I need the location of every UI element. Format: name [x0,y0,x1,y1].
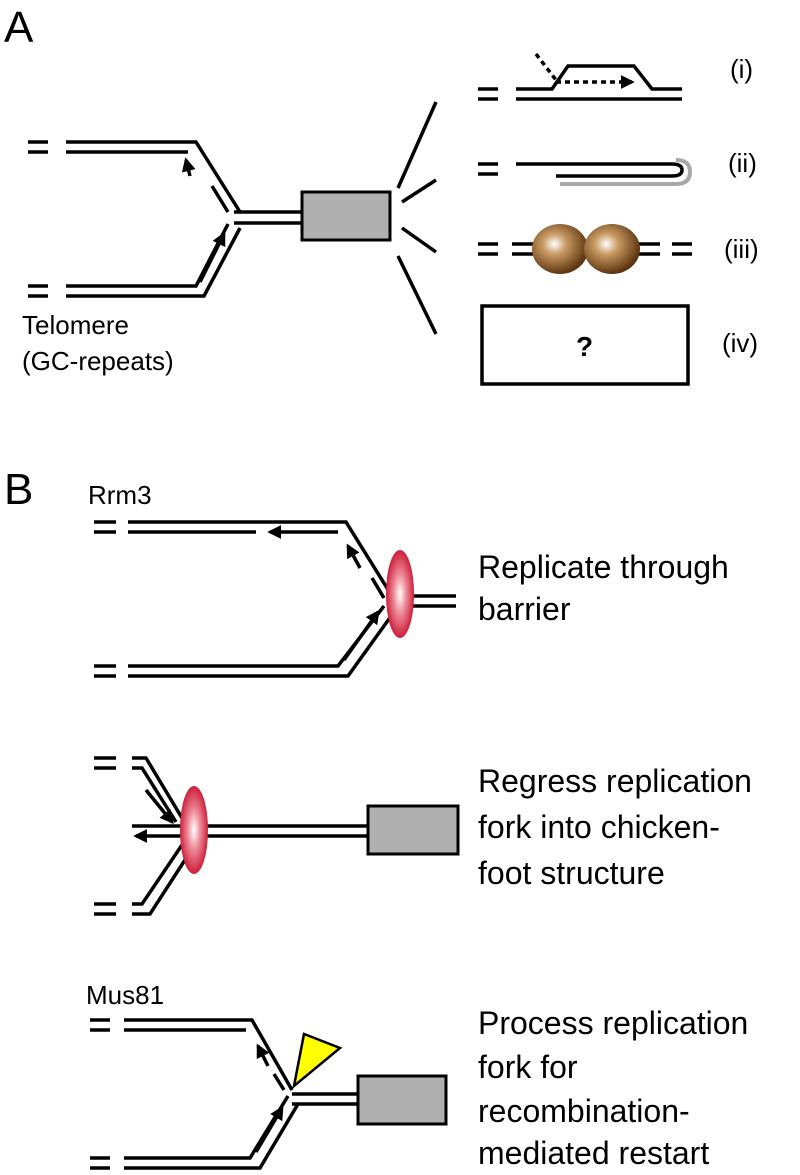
telomere-sublabel: (GC-repeats) [22,346,174,376]
option-iv-label: (iv) [722,328,758,358]
mus81-nuclease-triangle [292,1032,343,1090]
step3-desc-line3: recombination- [478,1093,690,1129]
step2-protein-box [366,804,460,856]
panel-b-letter: B [4,465,33,514]
step2-duplex [190,824,368,838]
step2-fork [94,756,196,916]
option-fan-lines [396,101,438,335]
step1-barrier [386,550,414,638]
step1-desc-line1: Replicate through [478,549,729,585]
rrm3-label: Rrm3 [88,480,152,510]
step3-duplex [292,1092,358,1106]
option-iii-label: (iii) [724,234,759,264]
fork-a-top-arm [28,140,242,213]
fork-a-protein-box [300,190,392,242]
step1-fork-top-arm [94,520,394,599]
option-ii-foldback [478,158,693,186]
step1-fork-bottom-arm [94,604,396,678]
step2-desc-line3: foot structure [478,855,665,891]
option-iv-box [480,304,690,386]
fork-a-bottom-arm [28,223,242,298]
step2-barrier [180,786,208,874]
mus81-label: Mus81 [86,980,164,1010]
step3-desc-line1: Process replication [478,1005,748,1041]
fork-a-duplex [234,210,302,225]
step1-desc-line2: barrier [478,591,571,627]
step2-desc-line2: fork into chicken- [478,809,720,845]
panel-a-letter: A [4,3,34,52]
option-ii-label: (ii) [728,148,757,178]
option-iv-question-mark: ? [576,331,593,362]
step3-fork-top-arm [90,1018,294,1091]
step3-fork-bottom-arm [90,1095,300,1170]
option-i-label: (i) [730,54,753,84]
step3-desc-line2: fork for [478,1049,578,1085]
step3-protein-box [356,1074,448,1126]
option-i-dloop [478,52,682,101]
step2-desc-line1: Regress replication [478,763,752,799]
step3-desc-line4: mediated restart [478,1135,709,1171]
telomere-label: Telomere [22,310,129,340]
option-iii-nucleosomes [478,224,692,274]
